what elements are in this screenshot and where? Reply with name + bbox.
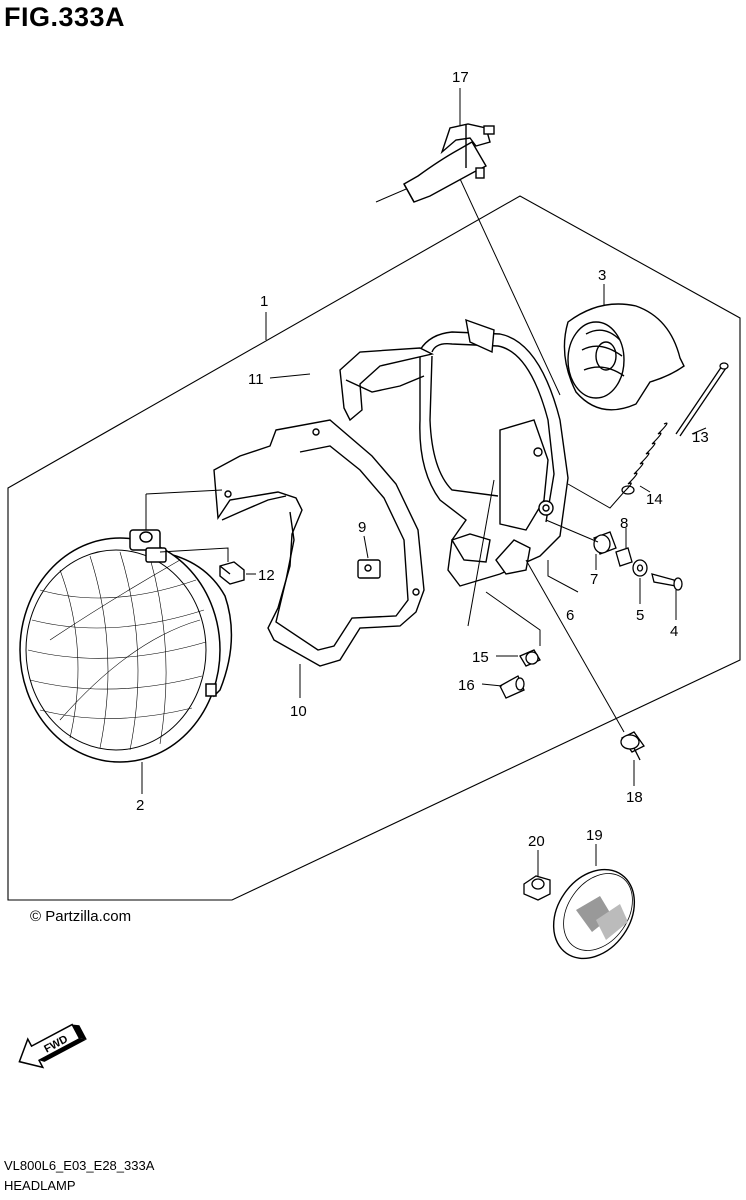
callout-15: 15 — [472, 649, 489, 666]
assembly-boundary — [7, 195, 741, 901]
callout-7: 7 — [590, 571, 598, 588]
bracket-screw-guide-2 — [145, 489, 223, 495]
callout-13: 13 — [692, 429, 709, 446]
leader-lines — [141, 88, 707, 876]
callout-10: 10 — [290, 703, 307, 720]
callout-6: 6 — [566, 607, 574, 624]
bulb-cover-part-3[interactable] — [563, 303, 685, 411]
collar-part-7[interactable] — [593, 531, 617, 555]
screw-part-4[interactable] — [651, 573, 683, 591]
callout-3: 3 — [598, 267, 606, 284]
grommet-part-15[interactable] — [519, 649, 541, 667]
grommet-guide — [485, 591, 541, 646]
washer-guide — [545, 519, 599, 543]
callout-18: 18 — [626, 789, 643, 806]
fwd-arrow-icon: FWD — [18, 1023, 87, 1069]
callout-5: 5 — [636, 607, 644, 624]
callout-11: 11 — [248, 371, 264, 388]
bushing-part-8[interactable] — [615, 547, 633, 567]
callout-19: 19 — [586, 827, 603, 844]
bracket-guide — [467, 479, 495, 627]
copyright-notice: © Partzilla.com — [30, 908, 132, 925]
nut-guide — [159, 547, 229, 562]
callout-16: 16 — [458, 677, 475, 694]
figure-title: FIG.333A — [4, 2, 126, 32]
callout-12: 12 — [258, 567, 275, 584]
reflector-part-19[interactable] — [537, 854, 651, 974]
screw-part-18[interactable] — [620, 731, 645, 761]
nut-part-20[interactable] — [523, 875, 551, 901]
drawing-code: VL800L6_E03_E28_333A — [4, 1158, 155, 1173]
callout-4: 4 — [670, 623, 678, 640]
adjusting-screw-part-13[interactable] — [675, 362, 729, 437]
drawing-name: HEADLAMP — [4, 1178, 76, 1193]
collar-part-16[interactable] — [499, 675, 525, 699]
washer-part-5[interactable] — [632, 559, 648, 577]
callout-17: 17 — [452, 69, 469, 86]
callout-9: 9 — [358, 519, 366, 536]
callout-8: 8 — [620, 515, 628, 532]
screw-18-guide — [525, 559, 625, 733]
callout-2: 2 — [136, 797, 144, 814]
bulb-part-17[interactable] — [403, 123, 495, 203]
headlamp-unit-part-2[interactable] — [19, 529, 233, 763]
callout-14: 14 — [646, 491, 663, 508]
spring-guide — [567, 483, 625, 509]
callout-20: 20 — [528, 833, 545, 850]
housing-frame[interactable] — [339, 318, 569, 587]
nut-part-12[interactable] — [219, 561, 245, 585]
callout-1: 1 — [260, 293, 268, 310]
bracket-part-10[interactable] — [213, 419, 425, 667]
spring-part-14[interactable] — [621, 422, 668, 495]
